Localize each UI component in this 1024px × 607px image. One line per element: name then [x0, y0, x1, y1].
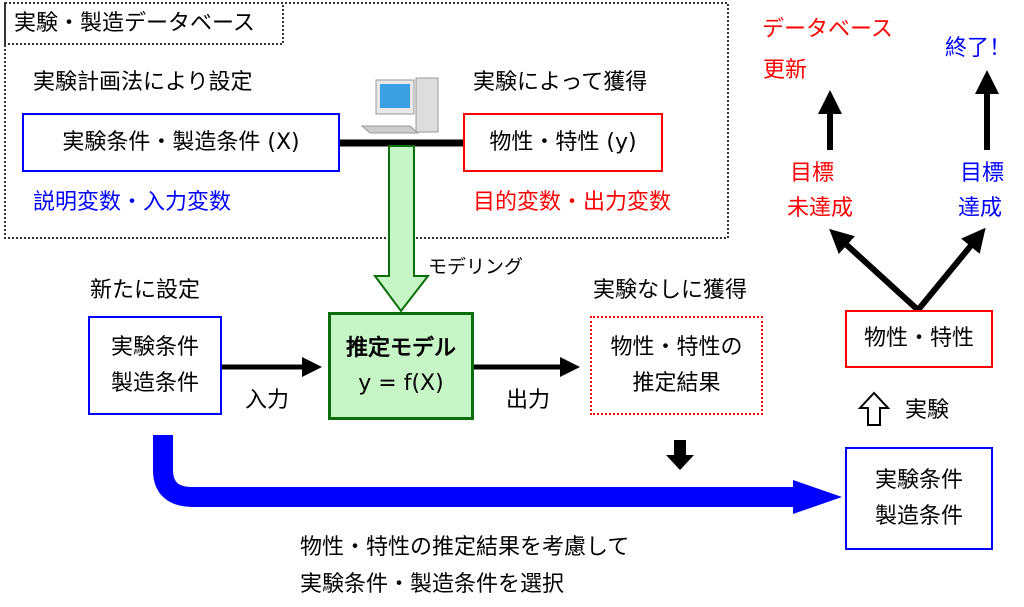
achieved-line2: 達成: [958, 196, 1003, 221]
selection-flow-arrow: [153, 435, 795, 507]
x-box: 実験条件・製造条件 (X): [22, 113, 340, 172]
estimate-line2: 推定結果: [632, 370, 721, 396]
computer-icon: [360, 77, 439, 134]
model-formula: y = f(X): [358, 371, 444, 396]
cond-line2: 製造条件: [874, 503, 963, 529]
x-box-label: 実験条件・製造条件 (X): [62, 129, 300, 155]
estimate-result-box: 物性・特性の推定結果: [590, 316, 763, 415]
done-label: 終了！: [945, 36, 1012, 61]
y-description: 目的変数・出力変数: [473, 190, 672, 215]
new-box-line2: 製造条件: [110, 370, 199, 396]
database-frame: [4, 2, 729, 239]
design-label: 実験計画法により設定: [33, 70, 253, 95]
select-text-line1: 物性・特性の推定結果を考慮して: [300, 535, 630, 560]
achieved-arrow: [915, 227, 986, 312]
not-achieved-arrow: [829, 228, 921, 313]
update-line2: 更新: [763, 58, 808, 83]
output-label: 出力: [506, 388, 551, 413]
new-conditions-box: 実験条件製造条件: [88, 316, 222, 415]
experiment-hollow-arrow: [857, 391, 891, 426]
model-title: 推定モデル: [345, 335, 456, 361]
conditions-box: 実験条件製造条件: [845, 447, 993, 550]
estimation-model-box: 推定モデル y = f(X): [328, 312, 474, 420]
achieved-line1: 目標: [960, 161, 1005, 186]
property-box: 物性・特性: [845, 310, 993, 368]
update-line1: データベース: [762, 17, 893, 42]
estimate-line1: 物性・特性の: [610, 335, 743, 361]
input-label: 入力: [245, 388, 290, 413]
select-text-line2: 実験条件・製造条件を選択: [300, 572, 565, 597]
database-title-frame: [4, 2, 284, 45]
y-box-label: 物性・特性 (y): [489, 129, 637, 155]
cond-line1: 実験条件: [874, 468, 963, 494]
not-achieved-line1: 目標: [790, 161, 835, 186]
database-title: 実験・製造データベース: [14, 11, 255, 36]
down-block-arrow: [666, 440, 694, 470]
new-box-line1: 実験条件: [110, 335, 199, 361]
y-box: 物性・特性 (y): [463, 113, 663, 172]
modeling-arrow: [373, 145, 431, 313]
x-description: 説明変数・入力変数: [33, 190, 232, 215]
not-achieved-line2: 未達成: [787, 196, 854, 221]
new-label: 新たに設定: [90, 278, 201, 303]
no-experiment-label: 実験なしに獲得: [593, 278, 748, 303]
acquire-label: 実験によって獲得: [473, 70, 648, 95]
experiment-label: 実験: [905, 398, 950, 423]
property-box-label: 物性・特性: [863, 326, 974, 352]
modeling-label: モデリング: [428, 256, 524, 278]
